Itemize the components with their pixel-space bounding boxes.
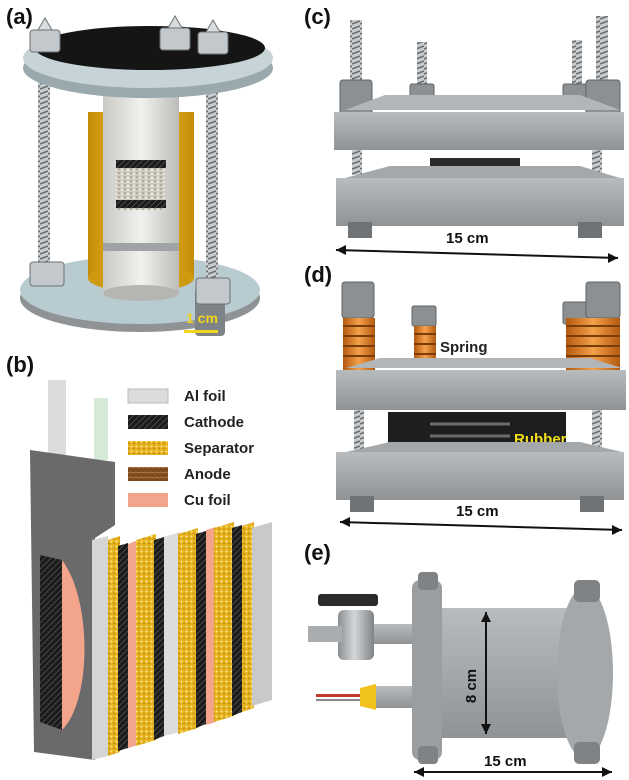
svg-text:Cu foil: Cu foil: [184, 492, 231, 509]
svg-text:Al foil: Al foil: [184, 388, 226, 405]
panel-c-label: (c): [304, 4, 331, 29]
al-tab: [48, 380, 66, 460]
lower-plate-d: [336, 452, 624, 500]
panel-c-plate-press: 15 cm: [334, 16, 624, 263]
cylinder-body: [442, 608, 572, 738]
upper-plate: [334, 112, 624, 150]
top-nut-left: [29, 29, 61, 53]
dimension-label-width: 15 cm: [484, 753, 527, 770]
bottom-nut-left: [29, 261, 65, 287]
threaded-rod-left: [38, 50, 50, 275]
panel-d-spring-press: Spring Rubber 15 cm: [336, 281, 626, 535]
scale-bar-label: 1 cm: [186, 310, 218, 326]
panel-e-label: (e): [304, 540, 331, 565]
dimension-arrow-c: [335, 249, 619, 259]
upper-plate-d: [336, 370, 626, 410]
panel-b-pouch-cell: Al foil Cathode Separator Anode Cu foil: [30, 380, 272, 760]
panel-a-label: (a): [6, 4, 33, 29]
legend-item-cu-foil: Cu foil: [128, 492, 231, 509]
panel-d-label: (d): [304, 262, 333, 287]
flange-left: [412, 580, 442, 760]
wire-red: [316, 694, 366, 697]
feedthrough-yellow: [360, 684, 376, 710]
panel-a-cell-fixture: 1 cm: [20, 15, 273, 336]
legend-item-al-foil: Al foil: [127, 388, 226, 405]
spring-center: [414, 326, 436, 366]
flange-right: [557, 587, 613, 759]
legend-item-cathode: Cathode: [128, 414, 244, 431]
dimension-label-height: 8 cm: [463, 669, 480, 703]
svg-text:Anode: Anode: [184, 466, 231, 483]
scale-bar-1cm: [184, 330, 218, 333]
bolt: [350, 20, 362, 90]
rubber-pad: [388, 412, 566, 446]
threaded-rod-right: [206, 42, 218, 287]
dimension-label-c: 15 cm: [446, 230, 489, 247]
dimension-arrow-d: [339, 521, 623, 531]
svg-text:Separator: Separator: [184, 440, 254, 457]
legend-item-anode: Anode: [128, 466, 231, 483]
valve-handle: [318, 594, 378, 606]
lower-plate: [336, 178, 624, 226]
spring-label: Spring: [440, 339, 488, 356]
panel-e-cylinder-cell: 8 cm 15 cm: [308, 572, 613, 777]
cu-tab: [94, 398, 108, 460]
layer-stack: [92, 522, 272, 760]
dimension-label-d: 15 cm: [456, 503, 499, 520]
legend-item-separator: Separator: [128, 440, 254, 457]
panel-b-label: (b): [6, 352, 35, 377]
legend: Al foil Cathode Separator Anode Cu foil: [127, 388, 254, 509]
svg-text:Cathode: Cathode: [184, 414, 244, 431]
valve-body: [338, 610, 374, 660]
